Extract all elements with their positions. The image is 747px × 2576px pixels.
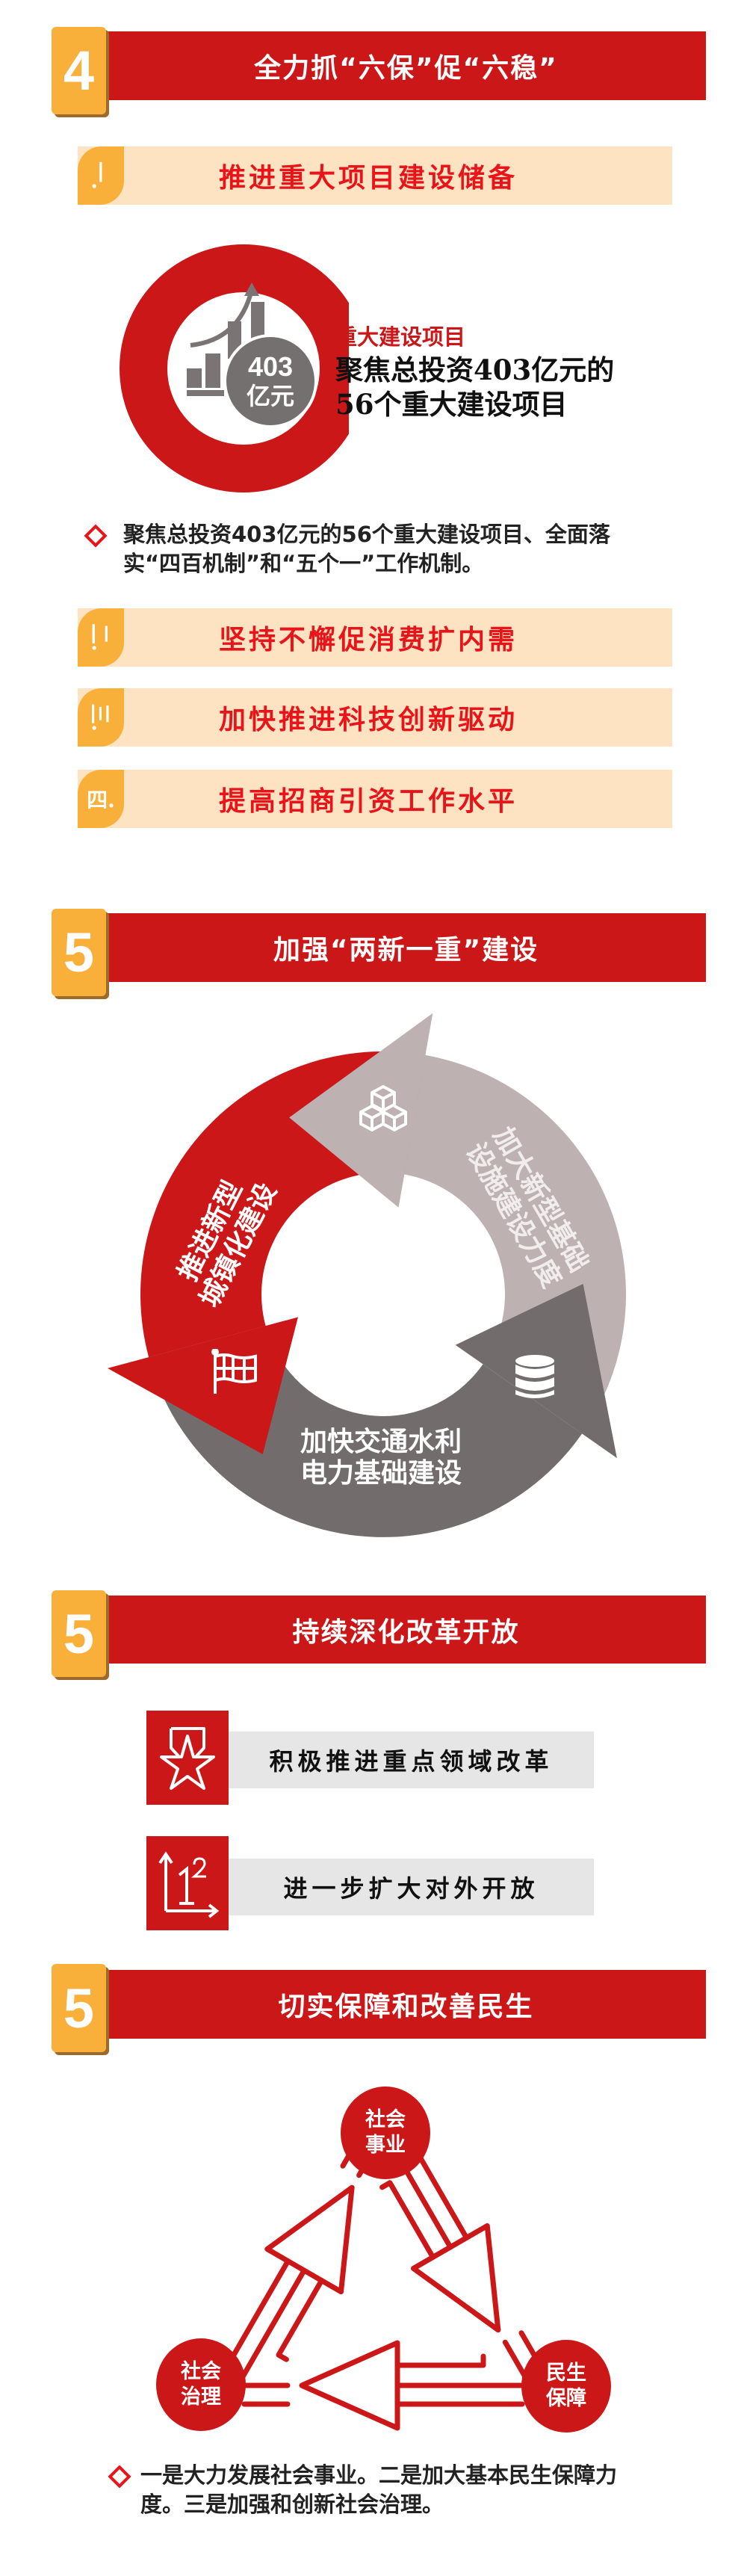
arrow-top-to-right [379,2127,546,2382]
bullet-text-line-2: 实“四百机制”和“五个一”工作机制。 [123,551,484,576]
section-4-number: 4 [52,27,106,114]
sub-item-3: 三. 加快推进科技创新驱动 [78,688,672,747]
arrow-right-to-left [241,2340,525,2431]
investment-ring-graphic [120,244,349,492]
amount-unit: 亿元 [246,382,294,410]
node-circle-left [156,2338,246,2431]
section-5b-title: 持续深化改革开放 [106,1596,706,1664]
growth-axis-icon [146,1836,229,1930]
node-livelihood-security: 民生保障 [546,2362,586,2410]
highlight-line-1: 聚焦总投资403亿元的 [335,353,615,386]
section-5c-number: 5 [52,1964,106,2052]
sub-item-number: 二. [78,608,124,667]
flag-icon [211,1349,257,1394]
red-arrowhead [108,1317,298,1454]
sub-item-1: 一. 推进重大项目建设储备 [78,146,672,205]
medal-star-icon [146,1711,229,1805]
bullet-text-line-2: 度。三是加强和创新社会治理。 [140,2492,444,2517]
diamond-bullet-icon [84,524,108,548]
diamond-bullet-icon [108,2465,131,2489]
bullet-text-line-1: 一是大力发展社会事业。二是加大基本民生保障力 [140,2462,618,2488]
sub-item-label: 加快推进科技创新驱动 [218,705,518,735]
section-5a-number: 5 [52,909,106,996]
section-5b-number: 5 [52,1590,106,1677]
node-social-governance: 社会治理 [181,2360,221,2409]
highlight-line-2: 56个重大建设项目 [335,388,568,421]
sub-item-4: 四. 提高招商引资工作水平 [78,770,672,828]
section-5a-title: 加强“两新一重”建设 [106,913,706,982]
node-circle-right [521,2340,611,2433]
sub-item-label: 坚持不懈促消费扩内需 [218,625,518,655]
bullet-text-line-1: 聚焦总投资403亿元的56个重大建设项目、全面落 [123,522,610,547]
sub-item-2: 二. 坚持不懈促消费扩内需 [78,608,672,667]
node-circle-top [341,2087,430,2179]
cubes-icon [359,1085,407,1131]
amount-value: 403 [247,351,294,382]
node-social-undertakings: 社会事业 [365,2108,406,2157]
c-ring [120,244,349,492]
reform-item: 积极推进重点领域改革 [229,1732,594,1788]
sub-item-label: 提高招商引资工作水平 [218,786,518,817]
sub-item-label: 推进重大项目建设储备 [218,163,518,194]
highlight-label: 重大建设项目 [335,324,466,350]
opening-up-item: 进一步扩大对外开放 [229,1859,594,1915]
section-4-title: 全力抓“六保”促“六稳” [106,31,706,100]
amount-circle [223,334,317,428]
section-5c-title: 切实保障和改善民生 [106,1970,706,2039]
database-icon [515,1355,554,1398]
cycle-step-transport-water-power: 加快交通水利电力基础建设 [300,1427,462,1489]
cycle-diagram [108,1013,626,1537]
sub-item-number: 一. [78,146,124,205]
arrow-left-to-top [223,2125,384,2382]
sub-item-number: 三. [78,688,124,747]
livelihood-triangle-diagram [156,2087,611,2433]
sub-item-number: 四. [78,770,124,828]
